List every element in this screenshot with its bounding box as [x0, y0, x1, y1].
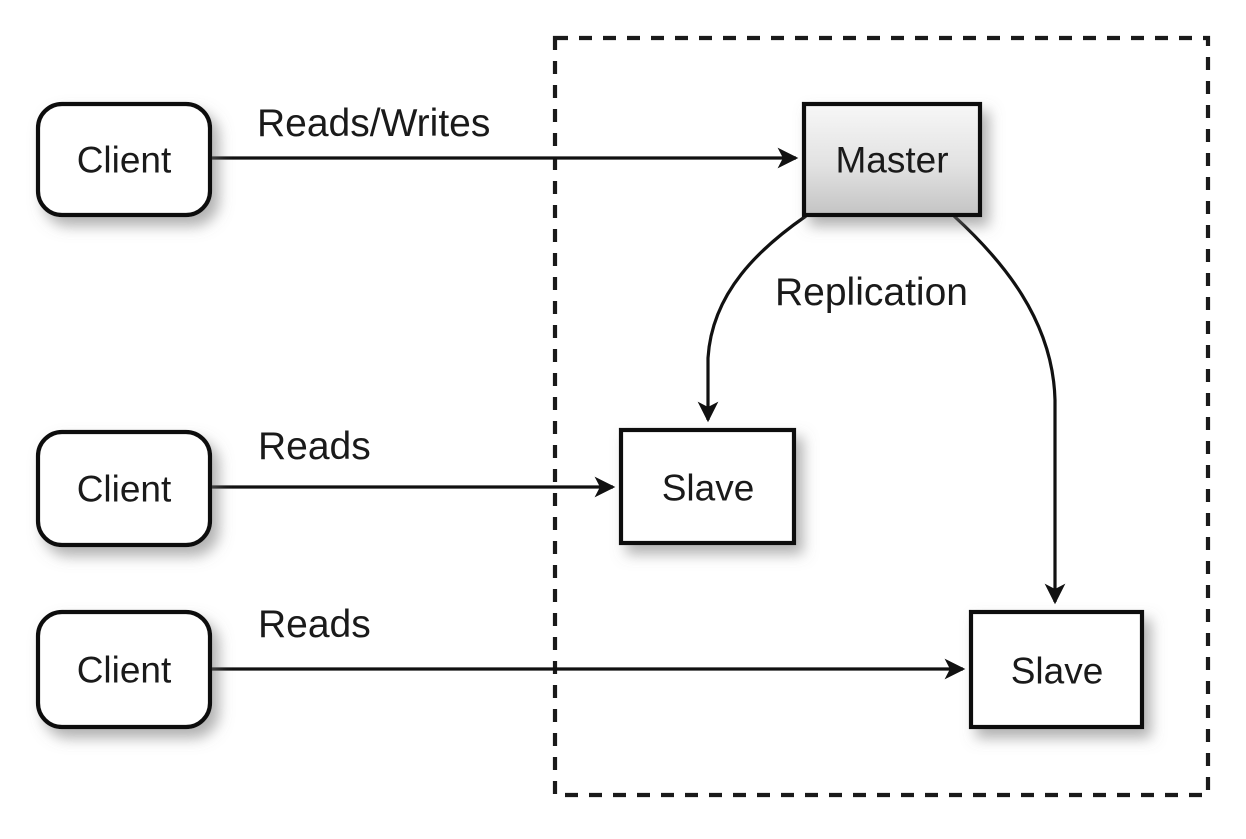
node-client-1[interactable]: Client — [35, 101, 213, 218]
node-client-3[interactable]: Client — [35, 609, 213, 730]
node-slave-2-shape[interactable] — [968, 609, 1145, 730]
node-client-2-shape[interactable] — [35, 429, 213, 548]
node-master-shape[interactable] — [801, 101, 983, 218]
edge-master-slave2 — [952, 214, 1066, 605]
node-slave-1[interactable]: Slave — [618, 427, 797, 546]
node-master-label: Master — [835, 140, 948, 181]
node-slave-2-label: Slave — [1011, 651, 1104, 692]
node-master[interactable]: Master — [801, 101, 983, 218]
edge-curve-master-slave2 — [952, 214, 1066, 605]
edge-label-replication: Replication — [775, 271, 968, 314]
node-client-2-label: Client — [77, 469, 172, 510]
node-slave-1-label: Slave — [662, 468, 755, 509]
node-client-1-label: Client — [77, 140, 172, 181]
edge-label-reads-slave-1: Reads — [258, 425, 371, 468]
node-client-1-shape[interactable] — [35, 101, 213, 218]
node-client-3-label: Client — [77, 650, 172, 691]
node-slave-1-shape[interactable] — [618, 427, 797, 546]
database-cluster-boundary — [552, 35, 1211, 798]
edge-curve-master-slave1 — [697, 214, 807, 423]
node-slave-2[interactable]: Slave — [968, 609, 1145, 730]
edge-label-reads-slave-2: Reads — [258, 603, 371, 646]
node-client-3-shape[interactable] — [35, 609, 213, 730]
node-client-2[interactable]: Client — [35, 429, 213, 548]
edge-label-reads-writes: Reads/Writes — [257, 102, 490, 145]
edge-master-slave1 — [697, 214, 807, 423]
